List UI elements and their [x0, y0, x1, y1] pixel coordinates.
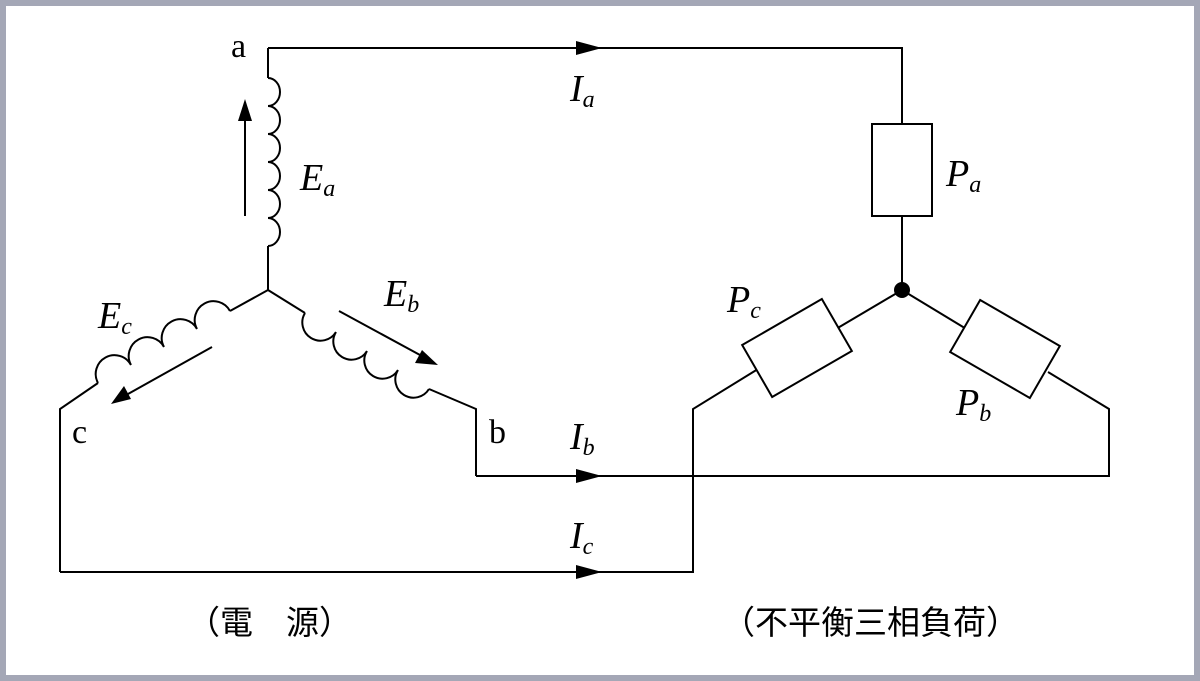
emf-arrow-c [111, 346, 213, 404]
current-arrow-c [576, 565, 602, 579]
load-resistor-a [871, 123, 933, 217]
source-lead-b [428, 388, 477, 476]
load-label-c: Pc [726, 279, 761, 324]
source-neutral-b [267, 289, 306, 314]
emf-arrow-a [238, 99, 252, 216]
line-a [268, 47, 903, 124]
winding-a [267, 77, 281, 247]
emf-label-c: Ec [97, 295, 132, 340]
node-label-c: c [72, 414, 87, 451]
source-caption: （電 源） [187, 603, 352, 642]
current-label-a: Ia [569, 68, 595, 113]
load-neutral-point [894, 282, 910, 298]
line-c [60, 368, 759, 573]
load-label-b: Pb [955, 382, 991, 427]
node-label-a: a [231, 28, 246, 65]
emf-label-b: Eb [383, 273, 419, 318]
load-star [740, 123, 1062, 400]
diagram-frame: a b c Ea Eb Ec Ia Ib Ic Pa Pb Pc （電 源） （… [6, 6, 1194, 675]
three-phase-circuit-diagram: a b c Ea Eb Ec Ia Ib Ic Pa Pb Pc （電 源） （… [59, 28, 1110, 642]
line-conductors [60, 41, 1110, 579]
load-label-a: Pa [945, 153, 981, 198]
load-neutral-c [835, 289, 903, 330]
winding-c [94, 300, 231, 384]
load-neutral-b [901, 289, 969, 331]
node-label-b: b [489, 414, 506, 451]
source-star [59, 48, 477, 572]
load-resistor-c [740, 297, 854, 399]
winding-b [301, 312, 430, 399]
load-caption: （不平衡三相負荷） [722, 603, 1019, 642]
line-b [476, 371, 1110, 477]
source-neutral-c [229, 289, 269, 312]
current-label-b: Ib [569, 416, 595, 461]
current-arrow-a [576, 41, 602, 55]
source-lead-c [59, 382, 99, 572]
load-resistor-b [948, 298, 1062, 400]
current-label-c: Ic [569, 515, 594, 560]
emf-arrow-b [338, 310, 438, 365]
current-arrow-b [576, 469, 602, 483]
emf-label-a: Ea [299, 157, 335, 202]
